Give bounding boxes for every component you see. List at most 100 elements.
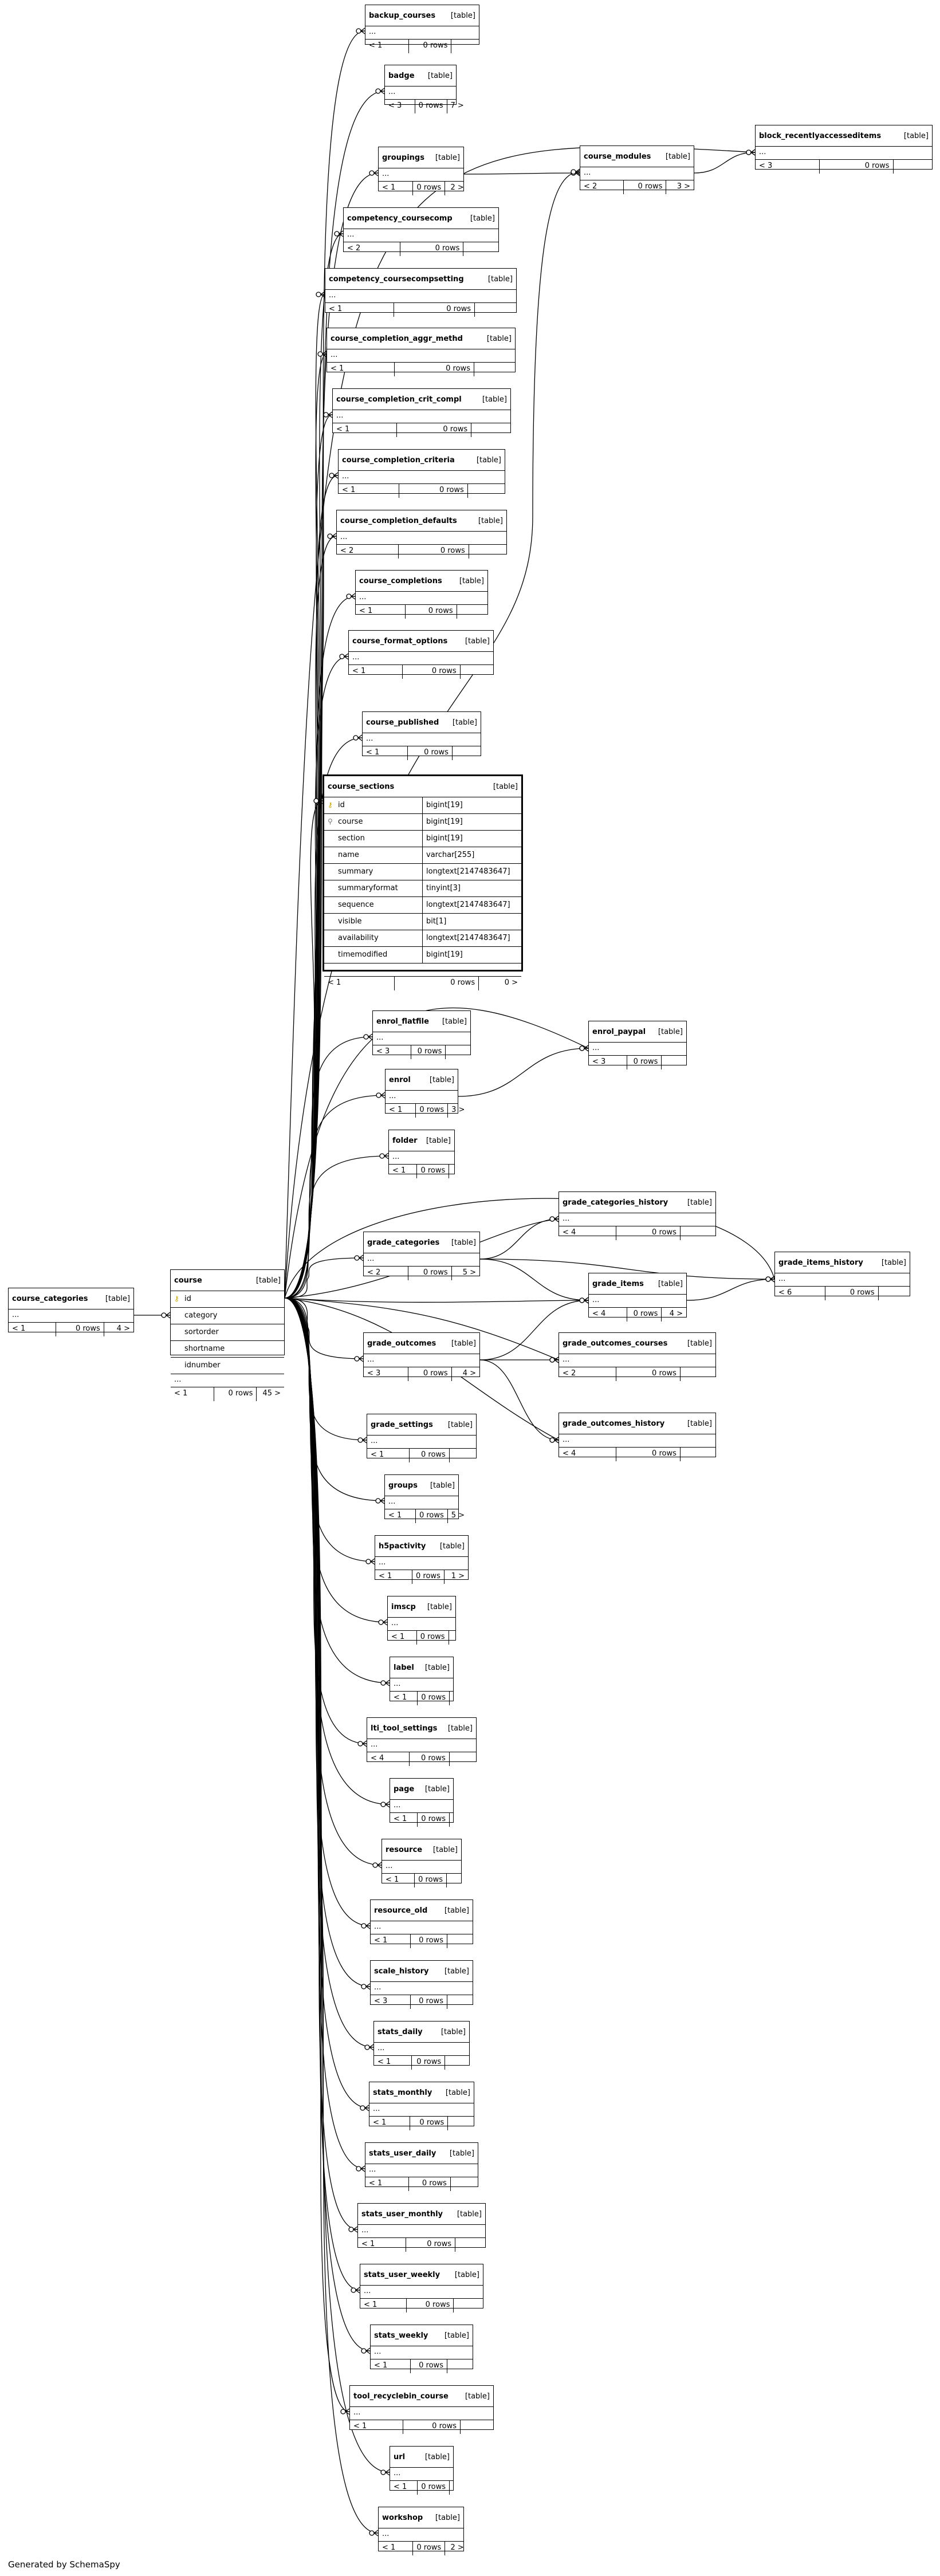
parent-count[interactable]: < 1 <box>350 2420 403 2434</box>
parent-count[interactable]: < 1 <box>375 1570 412 1584</box>
parent-count[interactable]: < 1 <box>386 1104 416 1118</box>
parent-count[interactable]: < 2 <box>344 242 401 256</box>
child-count[interactable] <box>448 2117 474 2130</box>
table-name[interactable]: grade_settings <box>371 1420 433 1429</box>
parent-count[interactable]: < 1 <box>333 423 398 437</box>
parent-count[interactable]: < 1 <box>374 2056 412 2070</box>
child-count[interactable] <box>894 160 932 174</box>
table-node-course-completion-aggr-methd[interactable]: course_completion_aggr_methd[table]...< … <box>327 328 516 376</box>
parent-count[interactable]: < 3 <box>385 100 415 113</box>
table-name[interactable]: groupings <box>382 153 424 162</box>
table-name[interactable]: enrol <box>389 1075 411 1084</box>
child-count[interactable] <box>681 1448 715 1461</box>
table-name[interactable]: stats_user_daily <box>369 2149 436 2158</box>
table-name[interactable]: block_recentlyaccesseditems <box>759 131 882 140</box>
parent-count[interactable]: < 3 <box>756 160 820 174</box>
child-count[interactable]: 1 > <box>451 1572 465 1580</box>
table-name[interactable]: badge <box>388 71 415 80</box>
child-count[interactable] <box>450 1752 476 1766</box>
parent-count[interactable]: < 2 <box>364 1267 408 1280</box>
column-row[interactable]: idnumber <box>171 1358 284 1374</box>
parent-count[interactable]: < 2 <box>580 180 624 194</box>
parent-count[interactable]: < 1 <box>390 1813 418 1827</box>
child-count[interactable]: 2 > <box>450 2543 464 2552</box>
table-name[interactable]: competency_coursecompsetting <box>329 274 464 284</box>
child-count[interactable] <box>681 1367 715 1381</box>
child-count[interactable] <box>447 1995 473 2009</box>
child-count[interactable]: 7 > <box>450 101 464 110</box>
table-name[interactable]: stats_weekly <box>374 2331 428 2340</box>
table-name[interactable]: workshop <box>382 2513 423 2522</box>
parent-count[interactable]: < 1 <box>171 1387 215 1401</box>
parent-count[interactable]: < 1 <box>385 1509 416 1523</box>
parent-count[interactable]: < 1 <box>371 2359 411 2373</box>
table-node-block-recentlyaccesseditems[interactable]: block_recentlyaccesseditems[table]...< 3… <box>755 125 933 174</box>
child-count[interactable] <box>447 2359 473 2373</box>
table-name[interactable]: grade_items_history <box>778 1258 863 1267</box>
table-name[interactable]: competency_coursecomp <box>347 214 453 223</box>
child-count[interactable] <box>475 303 516 317</box>
parent-count[interactable]: < 1 <box>365 40 410 53</box>
table-name[interactable]: course_modules <box>584 152 651 161</box>
child-count[interactable]: 45 > <box>262 1389 281 1398</box>
child-count[interactable] <box>474 363 515 376</box>
parent-count[interactable]: < 4 <box>589 1308 628 1322</box>
child-count[interactable] <box>662 1056 686 1069</box>
parent-count[interactable]: < 2 <box>337 545 399 559</box>
child-count[interactable] <box>454 2299 483 2312</box>
parent-count[interactable]: < 3 <box>589 1056 628 1069</box>
table-name[interactable]: stats_daily <box>377 2027 423 2036</box>
table-name[interactable]: stats_monthly <box>373 2088 432 2097</box>
parent-count[interactable]: < 1 <box>369 2117 411 2130</box>
table-name[interactable]: url <box>394 2452 406 2461</box>
table-name[interactable]: folder <box>392 1136 418 1145</box>
table-name[interactable]: course_completions <box>359 576 442 585</box>
parent-count[interactable]: < 3 <box>364 1367 408 1381</box>
parent-count[interactable]: < 4 <box>367 1752 410 1766</box>
child-count[interactable] <box>471 423 510 437</box>
child-count[interactable]: 4 > <box>116 1324 130 1333</box>
parent-count[interactable]: < 1 <box>363 746 408 760</box>
parent-count[interactable]: < 1 <box>389 1165 418 1178</box>
child-count[interactable]: 0 > <box>504 978 518 987</box>
child-count[interactable] <box>461 665 493 679</box>
parent-count[interactable]: < 1 <box>9 1323 56 1336</box>
table-name[interactable]: resource_old <box>374 1906 428 1915</box>
child-count[interactable] <box>446 1045 470 1059</box>
child-count[interactable] <box>445 2056 469 2070</box>
table-name[interactable]: grade_outcomes_history <box>563 1419 665 1428</box>
child-count[interactable] <box>449 1165 468 1178</box>
parent-count[interactable]: < 1 <box>390 2481 418 2495</box>
child-count[interactable] <box>879 1287 910 1300</box>
table-name[interactable]: resource <box>386 1845 423 1854</box>
parent-count[interactable]: < 1 <box>358 2238 407 2252</box>
